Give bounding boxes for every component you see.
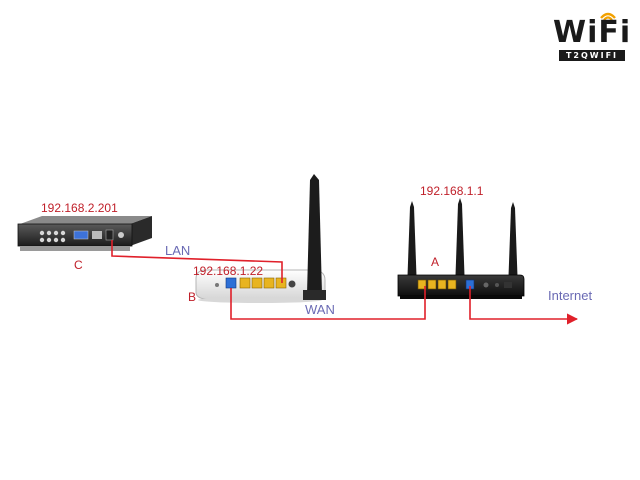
point-c-label: C (74, 258, 83, 272)
router-a-ip-label: 192.168.1.1 (420, 184, 484, 198)
dvr-ip-label: 192.168.2.201 (41, 201, 118, 215)
cable-dvr-to-router-b-lan (111, 240, 283, 283)
brand-logo: WiFi T2QWIFI (553, 8, 631, 62)
single-antenna-router-icon (195, 174, 326, 303)
router-b-ip-label: 192.168.1.22 (193, 264, 264, 278)
point-a-label: A (431, 255, 440, 269)
cable-router-a-to-internet (469, 286, 579, 325)
point-b-label: B (188, 290, 197, 304)
logo-subtitle: T2QWIFI (559, 50, 625, 61)
dvr-recorder-icon (17, 216, 152, 251)
three-antenna-router-icon (397, 198, 525, 299)
internet-label: Internet (548, 288, 593, 303)
wan-label: WAN (305, 302, 335, 317)
wifi-signal-icon (600, 12, 616, 21)
lan-label: LAN (165, 243, 191, 258)
cable-router-b-to-router-a-wan (230, 286, 426, 320)
logo-wordmark: WiFi (553, 15, 632, 50)
